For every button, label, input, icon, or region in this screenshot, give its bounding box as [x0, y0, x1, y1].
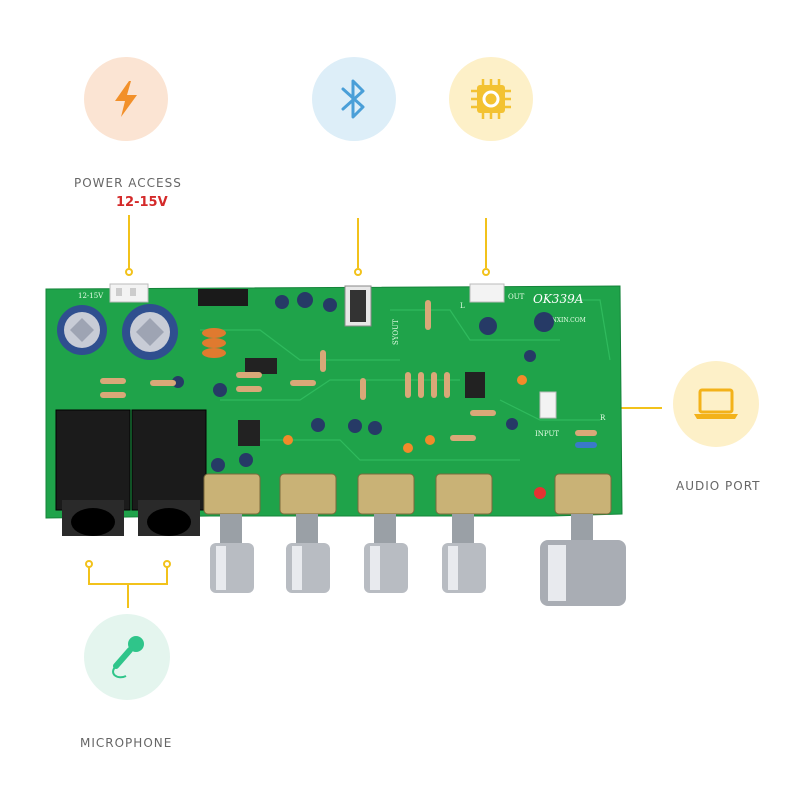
microphone-jack-2 [131, 409, 207, 536]
microphone-icon [112, 636, 144, 679]
mic-leader-left [88, 565, 90, 584]
potentiometer-2 [279, 473, 337, 593]
potentiometer-3 [357, 473, 415, 593]
power-access-label: POWER ACCESS [74, 176, 182, 190]
silk-r-label: R [600, 414, 606, 422]
microphone-icon-circle [84, 614, 170, 700]
laptop-icon [694, 388, 738, 419]
silk-website-label: YDIANXIN.COM [535, 317, 586, 324]
bluetooth-icon-circle [312, 57, 396, 141]
output-connector [469, 283, 505, 303]
silk-input-label: INPUT [535, 430, 559, 438]
silk-out-label: OUT [508, 293, 525, 301]
silk-power-label: 12-15V [78, 292, 104, 300]
potentiometer-5-volume [540, 473, 626, 606]
power-leader-line [128, 215, 130, 269]
lightning-bolt-icon [115, 81, 137, 117]
chip-icon [471, 79, 511, 119]
mic-leader-dot-left [85, 560, 93, 568]
laptop-icon-circle [673, 361, 759, 447]
ic-chip-3 [238, 420, 260, 446]
microphone-jack-1 [55, 409, 131, 536]
audio-port-label: AUDIO PORT [676, 479, 761, 493]
chip-leader-dot [482, 268, 490, 276]
silk-syout-label: SYOUT [392, 319, 400, 345]
potentiometer-1 [203, 473, 261, 593]
ic-chip-2 [465, 372, 485, 398]
capacitor-large-1 [57, 305, 107, 355]
bluetooth-leader-line [357, 218, 359, 268]
bluetooth-icon [341, 79, 365, 119]
power-leader-dot [125, 268, 133, 276]
power-connector [109, 283, 149, 303]
chip-leader-line [485, 218, 487, 268]
mic-leader-right [166, 565, 168, 584]
chip-icon-circle [449, 57, 533, 141]
resistors [100, 300, 597, 448]
mic-leader-stem [127, 584, 129, 608]
small-capacitors [172, 292, 554, 472]
mic-leader-dot-right [163, 560, 171, 568]
power-icon-circle [84, 57, 168, 141]
voltage-regulator [198, 289, 248, 306]
bluetooth-leader-dot [354, 268, 362, 276]
power-voltage-label: 12-15V [116, 195, 168, 210]
red-led [534, 487, 546, 499]
potentiometer-4 [435, 473, 493, 593]
silk-model-label: OK339A [533, 292, 584, 306]
ic-chip-1 [245, 358, 277, 374]
input-connector [539, 391, 557, 419]
silk-l-label: L [460, 302, 465, 310]
microphone-label: MICROPHONE [80, 736, 173, 750]
capacitor-large-2 [122, 304, 178, 360]
